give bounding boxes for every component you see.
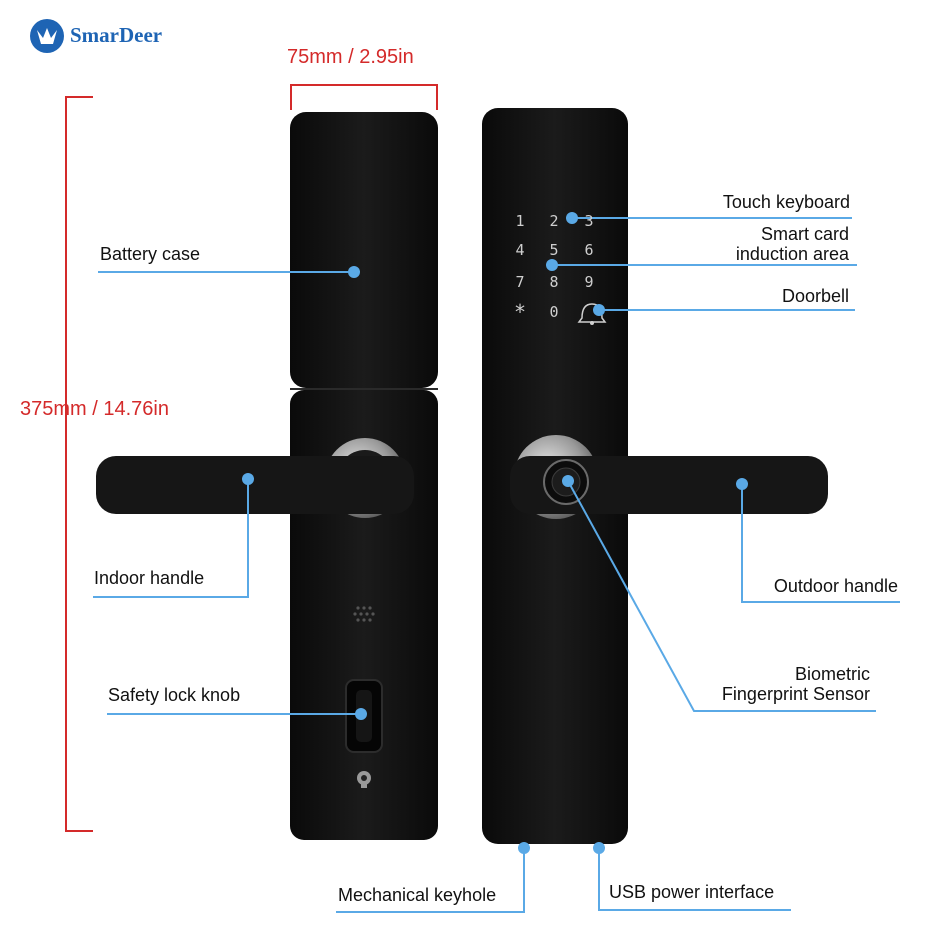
brand: SmarDeer xyxy=(30,18,162,52)
callout-keyhole xyxy=(336,848,525,913)
deer-logo-icon xyxy=(30,19,64,53)
label-mechanical-keyhole: Mechanical keyhole xyxy=(338,885,497,905)
height-dimension-marker xyxy=(65,96,93,832)
height-dimension-label: 375mm / 14.76in xyxy=(20,398,169,420)
callout-indoor-handle xyxy=(93,479,249,598)
label-smart-card-line1: Smart card xyxy=(760,224,849,244)
doorbell-icon xyxy=(577,303,607,325)
outdoor-unit xyxy=(482,108,828,844)
keypad-key: * xyxy=(513,300,527,324)
label-usb-power: USB power interface xyxy=(609,882,775,902)
callout-dots xyxy=(242,212,748,854)
keypad-key: 3 xyxy=(584,212,594,230)
keypad-key: 5 xyxy=(549,241,559,259)
label-outdoor-handle: Outdoor handle xyxy=(773,576,898,596)
callout-fingerprint xyxy=(567,480,876,712)
keypad-key: 8 xyxy=(549,273,559,291)
label-biometric-line2: Fingerprint Sensor xyxy=(721,684,870,704)
indoor-battery-cover xyxy=(290,112,438,388)
label-safety-lock-knob: Safety lock knob xyxy=(108,685,241,705)
keypad-key: 1 xyxy=(515,212,525,230)
label-smart-card-line2: induction area xyxy=(735,244,849,264)
callout-usb xyxy=(598,848,791,911)
keyhole-icon xyxy=(357,771,371,788)
label-indoor-handle: Indoor handle xyxy=(94,568,205,588)
label-biometric-line1: Biometric xyxy=(794,664,870,684)
callout-lines xyxy=(93,217,900,913)
keypad-key: 0 xyxy=(549,303,559,321)
outdoor-handle-lever xyxy=(510,456,828,514)
keypad-key: 4 xyxy=(515,241,525,259)
callout-outdoor-handle xyxy=(741,484,900,603)
width-dimension-label: 75mm / 2.95in xyxy=(287,46,414,68)
brand-name: SmarDeer xyxy=(70,22,163,47)
keypad-key: 6 xyxy=(584,241,594,259)
label-touch-keyboard: Touch keyboard xyxy=(722,192,850,212)
speaker-grille-icon xyxy=(353,606,375,622)
keypad-key: 7 xyxy=(515,273,525,291)
label-doorbell: Doorbell xyxy=(781,286,849,306)
keypad-key: 9 xyxy=(584,273,594,291)
keypad-key: 2 xyxy=(549,212,559,230)
indoor-unit xyxy=(96,112,438,840)
label-battery-case: Battery case xyxy=(100,244,201,264)
width-dimension-marker xyxy=(290,84,438,110)
indoor-handle-lever xyxy=(96,456,414,514)
